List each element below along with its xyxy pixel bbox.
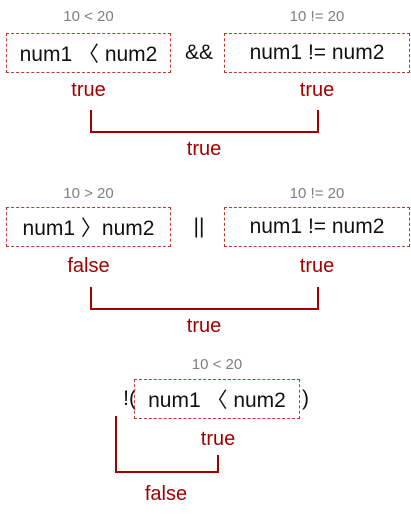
not-operator-close: ): [302, 387, 309, 410]
block1-right-hint: 10 != 20: [289, 8, 345, 25]
block2-bracket: [90, 287, 319, 310]
block1-right-expression-text: num1 != num2: [249, 41, 385, 64]
block1-right-result: true: [299, 79, 335, 101]
block2-left-result: false: [67, 255, 110, 277]
block2-right-expression: num1 != num2: [224, 207, 410, 247]
block3-inner-result: true: [200, 428, 236, 450]
block2-left-expression-text: num1 〉num2: [22, 217, 155, 240]
block3-expression: num1 〈 num2: [134, 379, 300, 419]
block2-left-hint: 10 > 20: [63, 185, 114, 202]
block2-right-expression-text: num1 != num2: [249, 215, 385, 238]
block1-left-expression: num1 〈 num2: [6, 33, 171, 73]
block3-expression-text: num1 〈 num2: [148, 389, 286, 412]
block2-right-hint: 10 != 20: [289, 185, 345, 202]
block1-bracket: [90, 110, 319, 133]
or-operator: ||: [193, 215, 205, 238]
block1-right-expression: num1 != num2: [224, 33, 410, 73]
block2-left-expression: num1 〉num2: [6, 207, 171, 247]
block3-bracket: [115, 416, 219, 473]
block3-final-result: false: [144, 483, 188, 505]
block2-combined-result: true: [186, 315, 222, 337]
block1-combined-result: true: [186, 138, 222, 160]
block1-left-hint: 10 < 20: [63, 8, 114, 25]
block2-right-result: true: [299, 255, 335, 277]
block1-left-result: true: [71, 79, 106, 101]
block3-hint: 10 < 20: [191, 356, 243, 373]
not-operator-open: !(: [123, 387, 136, 410]
and-operator: &&: [184, 41, 213, 64]
block1-left-expression-text: num1 〈 num2: [19, 43, 158, 66]
